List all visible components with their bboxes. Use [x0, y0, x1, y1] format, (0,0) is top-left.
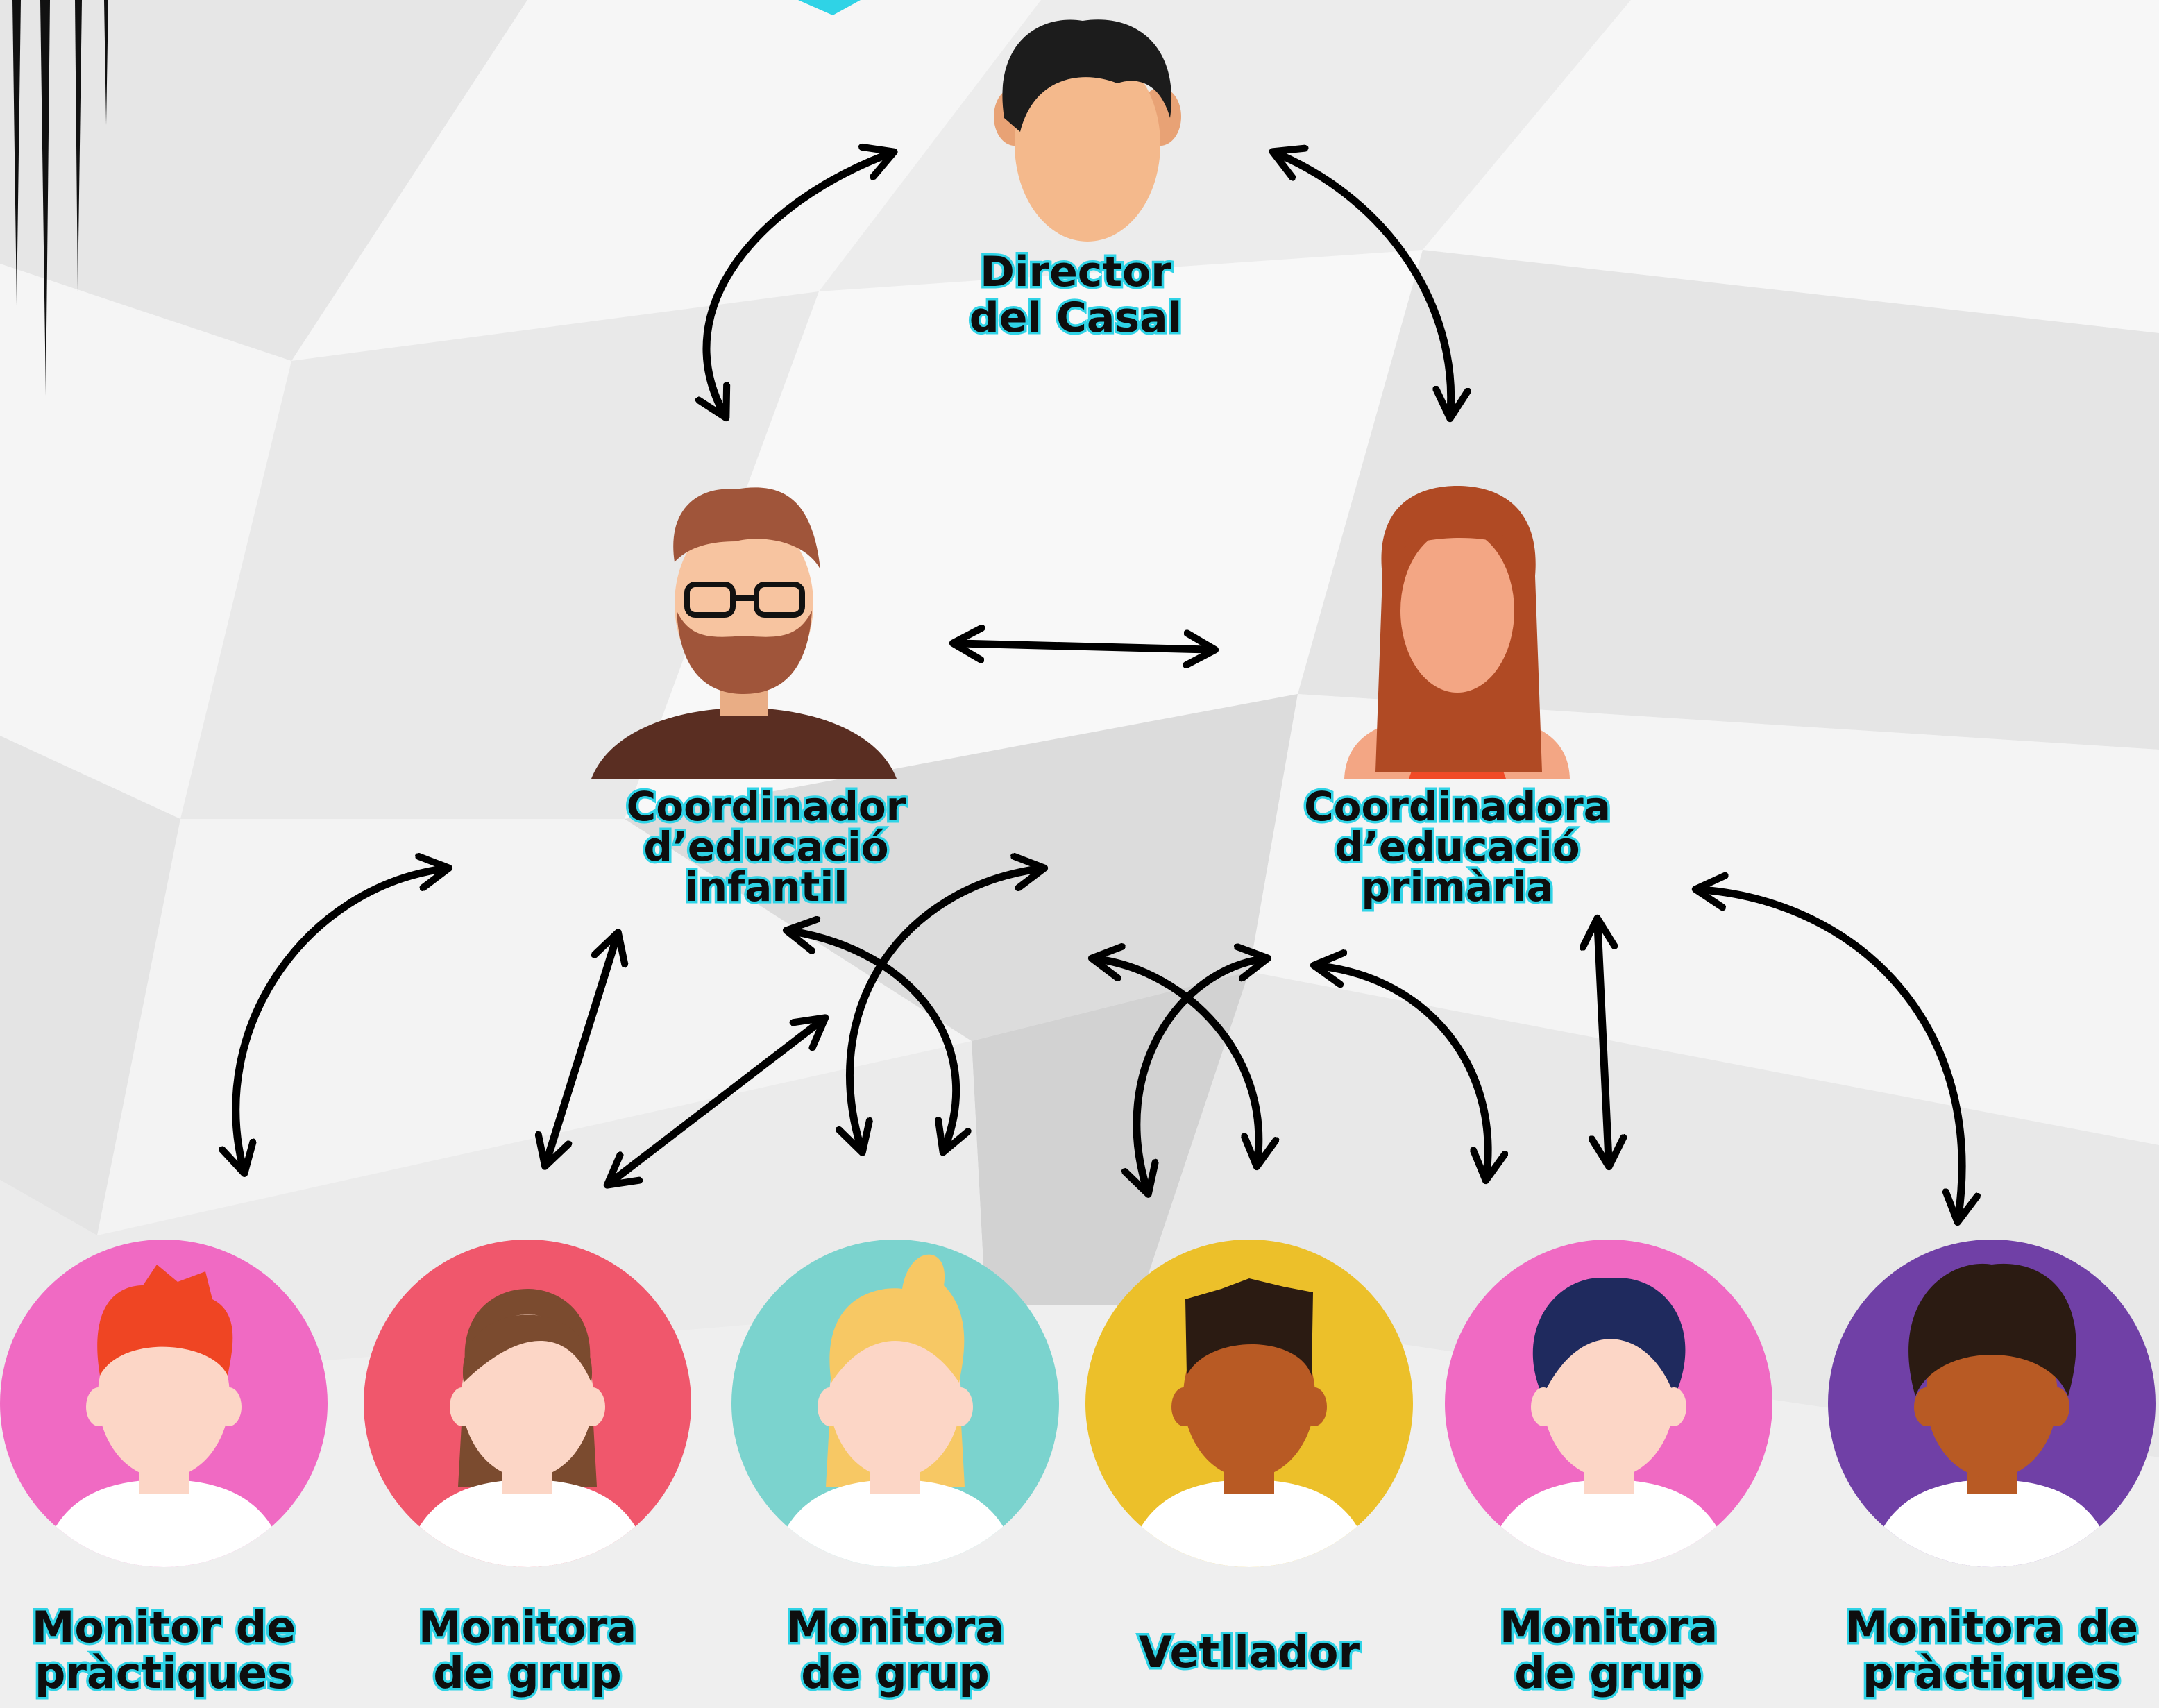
coordinator-primaria-label-line2: d’educació — [1335, 823, 1580, 870]
coordinator-infantil-label-line1: Coordinador — [627, 783, 906, 830]
staff-label-line2: de grup — [1514, 1648, 1703, 1698]
arrow-director-coord-primaria — [1278, 154, 1451, 412]
director-label-line1: Director — [980, 248, 1171, 296]
staff-label-line2: de grup — [801, 1648, 990, 1698]
staff-label-line1: Vetllador — [1139, 1627, 1360, 1677]
staff-hair — [829, 1254, 965, 1383]
staff-hair — [97, 1265, 233, 1376]
staff-face — [1183, 1314, 1315, 1478]
staff-label-line1: Monitora — [1500, 1602, 1718, 1652]
staff-label-line1: Monitora — [418, 1602, 636, 1652]
person-coordinator-primaria: Coordinadora d’educació primària — [1302, 486, 1613, 913]
arrow-infantil-to-staff1 — [236, 869, 443, 1167]
coordinator-infantil-shirt — [591, 708, 897, 779]
corner-decoration — [12, 0, 861, 396]
connection-arrows — [236, 154, 1962, 1216]
coordinator-primaria-avatar — [1344, 486, 1570, 779]
director-avatar — [994, 19, 1181, 242]
coordinator-infantil-beard — [677, 611, 812, 694]
arrow-infantil-to-staff2-a — [547, 938, 616, 1160]
coordinator-primaria-label-line3: primària — [1361, 863, 1553, 911]
glasses-icon — [684, 582, 805, 618]
coordinator-primaria-label-line1: Coordinadora — [1304, 783, 1611, 830]
arrow-director-coord-infantil — [706, 154, 888, 412]
staff-face — [98, 1314, 230, 1478]
director-hair — [1002, 19, 1172, 133]
coordinator-infantil-label-line3: infantil — [685, 863, 847, 911]
coordinator-primaria-face — [1400, 529, 1514, 693]
director-label-line2: del Casal — [970, 294, 1182, 342]
director-face — [1015, 47, 1160, 242]
staff-avatar — [39, 1265, 289, 1567]
arrow-primaria-to-vetllador — [1137, 959, 1262, 1188]
arrow-primaria-to-staff5-a — [1320, 966, 1488, 1174]
staff-label-line1: Monitora de — [1845, 1602, 2138, 1652]
arrow-infantil-to-vetllador — [793, 931, 956, 1147]
coordinator-infantil-avatar — [591, 487, 897, 779]
staff-label-line2: pràctiques — [35, 1648, 293, 1698]
person-coordinator-infantil: Coordinador d’educació infantil — [591, 487, 908, 913]
coordinator-infantil-label-line2: d’educació — [643, 823, 888, 870]
staff-face — [1543, 1314, 1675, 1478]
staff-face — [829, 1314, 961, 1478]
staff-label-line2: de grup — [433, 1648, 622, 1698]
arrow-coord-to-coord — [959, 643, 1209, 650]
coordinator-infantil-hair — [673, 487, 820, 569]
staff-hair — [1185, 1278, 1313, 1376]
staff-label-line2: pràctiques — [1863, 1648, 2121, 1698]
staff-label-line1: Monitora — [786, 1602, 1004, 1652]
arrow-primaria-to-staff6 — [1702, 890, 1962, 1216]
arrow-primaria-to-staff5-b — [1598, 924, 1609, 1160]
staff-hair — [1908, 1263, 2076, 1396]
staff-hair — [462, 1314, 593, 1383]
person-director: Director del Casal — [967, 19, 1185, 345]
teal-accent-shape — [798, 0, 861, 15]
staff-label-line1: Monitor de — [32, 1602, 296, 1652]
staff-hair — [1532, 1278, 1686, 1396]
